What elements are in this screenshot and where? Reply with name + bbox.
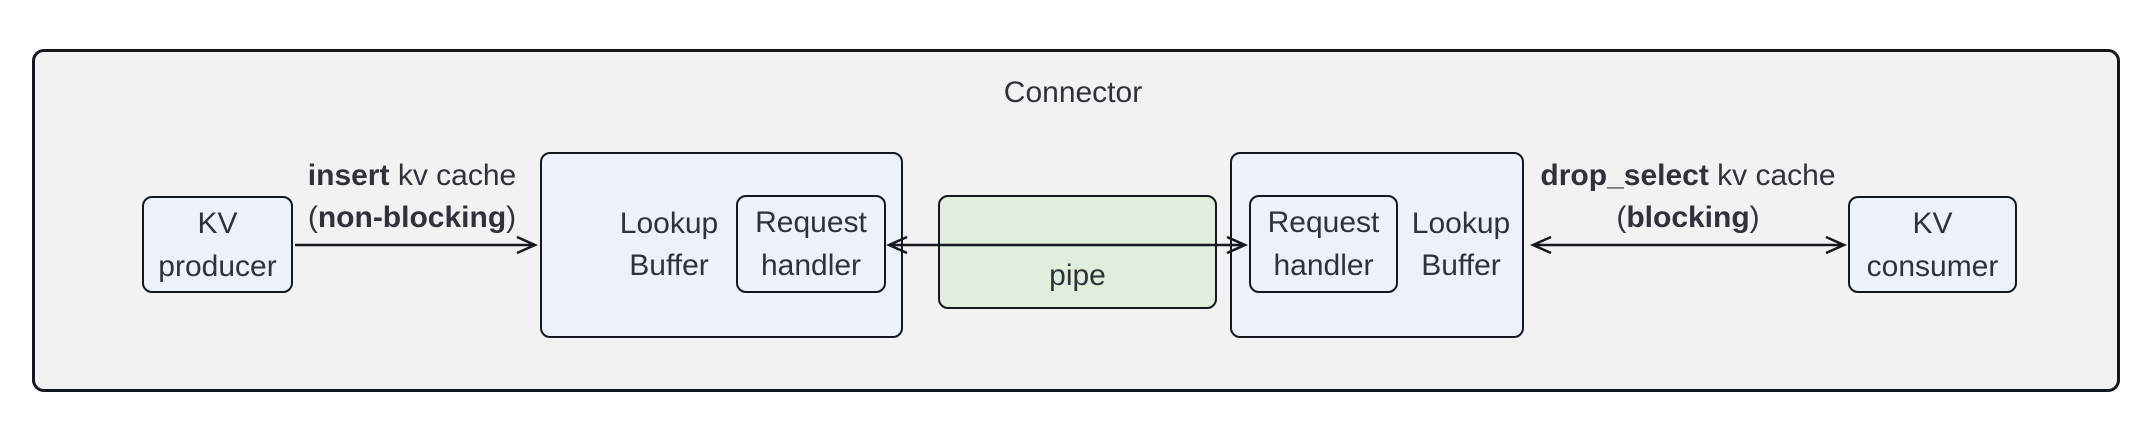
drop-select-blocking-mode: blocking [1626, 201, 1750, 234]
insert-keyword: insert [307, 159, 390, 192]
kv-consumer-label: KV consumer [1850, 198, 2015, 291]
kv-producer-label-line2: producer [158, 249, 277, 283]
request-handler-right-label: Request handler [1251, 197, 1396, 291]
lookup-buffer-left-label: Lookup Buffer [600, 154, 738, 336]
lookup-buffer-left-label-line1: Lookup [619, 207, 719, 240]
diagram-title: Connector [1003, 76, 1143, 109]
lookup-buffer-left-node: Lookup Buffer Request handler [540, 152, 903, 338]
drop-select-rest-text: kv cache [1708, 159, 1836, 192]
request-handler-left-label-line1: Request [755, 206, 867, 239]
insert-edge-label-line2: (non-blocking) [282, 197, 542, 239]
insert-edge-label-line1: insert kv cache [282, 155, 542, 197]
kv-producer-label: KV producer [144, 198, 291, 291]
insert-paren-close: ) [506, 201, 517, 234]
insert-rest-text: kv cache [389, 159, 517, 192]
lookup-buffer-right-node: Request handler Lookup Buffer [1230, 152, 1524, 338]
kv-producer-label-line1: KV [197, 206, 238, 240]
kv-consumer-node: KV consumer [1848, 196, 2017, 293]
request-handler-right-label-line2: handler [1273, 249, 1374, 282]
request-handler-right-label-line1: Request [1267, 206, 1380, 239]
kv-consumer-label-line2: consumer [1866, 249, 1999, 283]
kv-consumer-label-line1: KV [1912, 206, 1953, 240]
drop-select-edge-label-line2: (blocking) [1523, 197, 1853, 239]
drop-select-paren-close: ) [1749, 201, 1760, 234]
pipe-label: pipe [1049, 259, 1106, 292]
drop-select-paren-open: ( [1616, 201, 1627, 234]
drop-select-edge-label: drop_select kv cache (blocking) [1523, 155, 1853, 239]
request-handler-right-node: Request handler [1249, 195, 1398, 293]
lookup-buffer-right-label-line1: Lookup [1411, 207, 1511, 240]
request-handler-left-label: Request handler [738, 197, 884, 291]
lookup-buffer-left-label-line2: Buffer [629, 249, 709, 282]
pipe-node: pipe [938, 195, 1217, 309]
insert-edge-label: insert kv cache (non-blocking) [282, 155, 542, 239]
request-handler-left-node: Request handler [736, 195, 886, 293]
insert-paren-open: ( [307, 201, 318, 234]
drop-select-edge-label-line1: drop_select kv cache [1523, 155, 1853, 197]
lookup-buffer-right-label-line2: Buffer [1421, 249, 1501, 282]
drop-select-keyword: drop_select [1540, 159, 1709, 192]
insert-blocking-mode: non-blocking [317, 201, 507, 234]
request-handler-left-label-line2: handler [760, 249, 862, 282]
kv-producer-node: KV producer [142, 196, 293, 293]
lookup-buffer-right-label: Lookup Buffer [1400, 154, 1522, 336]
